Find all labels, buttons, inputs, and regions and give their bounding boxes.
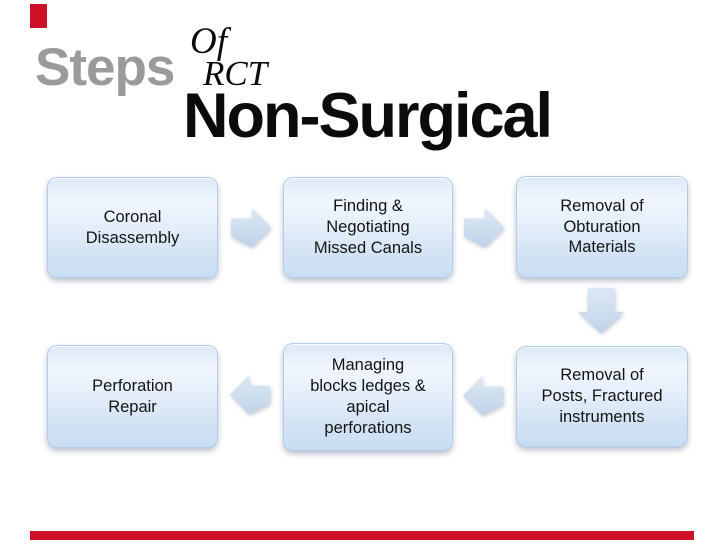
flow-box-coronal-disassembly: Coronal Disassembly [47, 177, 218, 278]
flow-box-label: Perforation Repair [92, 376, 173, 416]
slide-subtitle: Non-Surgical [183, 81, 553, 151]
flow-box-label: Removal of Posts, Fractured instruments [541, 366, 663, 426]
flow-box-label: Coronal Disassembly [85, 207, 180, 247]
flow-box-label: Removal of Obturation Materials [560, 196, 644, 257]
arrow-left-icon [230, 375, 270, 414]
flow-box-removal-of-posts-fractured-instruments: Removal of Posts, Fractured instruments [516, 346, 688, 447]
arrow-right-icon [464, 208, 504, 247]
flow-box-removal-of-obturation-materials: Removal of Obturation Materials [516, 176, 688, 278]
red-progress-bar [30, 531, 694, 540]
flow-box-perforation-repair: Perforation Repair [47, 345, 218, 448]
flow-box-managing-blocks-ledges: Managing blocks ledges & apical perforat… [283, 343, 453, 451]
arrow-right-icon [231, 208, 271, 247]
title-steps: Steps [35, 38, 175, 97]
flow-box-label: Finding & Negotiating Missed Canals [313, 197, 423, 257]
red-accent-mark [30, 4, 47, 28]
flow-box-label: Managing blocks ledges & apical perforat… [310, 356, 426, 437]
title-rct: RCT [203, 54, 268, 93]
arrow-left-icon [463, 376, 503, 415]
title-of: Of [190, 21, 227, 62]
arrow-down-icon [578, 288, 624, 333]
flow-box-finding-negotiating-missed-canals: Finding & Negotiating Missed Canals [283, 177, 453, 278]
